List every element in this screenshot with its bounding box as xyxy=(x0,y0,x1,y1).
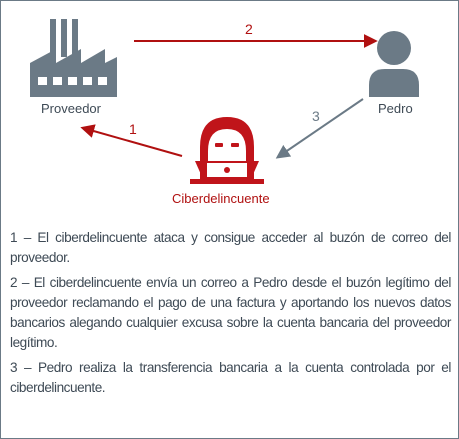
steps-description: 1 – El ciberdelincuente ataca y consigue… xyxy=(10,228,451,403)
factory-icon xyxy=(30,19,117,97)
arrow-2-number: 2 xyxy=(245,21,253,37)
step-2-text: 2 – El ciberdelincuente envía un correo … xyxy=(10,275,451,350)
diagram-canvas xyxy=(30,19,419,184)
arrow-3 xyxy=(275,98,364,159)
step-1-text: 1 – El ciberdelincuente ataca y consigue… xyxy=(10,230,451,265)
supplier-label: Proveedor xyxy=(41,101,101,116)
person-icon xyxy=(369,31,419,97)
arrow-1 xyxy=(80,124,183,157)
attacker-label: Ciberdelincuente xyxy=(172,191,270,206)
hooded-hacker-icon xyxy=(190,117,264,184)
pedro-label: Pedro xyxy=(378,101,413,116)
arrow-3-number: 3 xyxy=(312,108,320,124)
step-3-text: 3 – Pedro realiza la transferencia banca… xyxy=(10,360,451,395)
arrow-1-number: 1 xyxy=(129,121,137,137)
diagram: 2 1 3 Proveedor Pedro Ciberdelincuente xyxy=(1,1,459,216)
